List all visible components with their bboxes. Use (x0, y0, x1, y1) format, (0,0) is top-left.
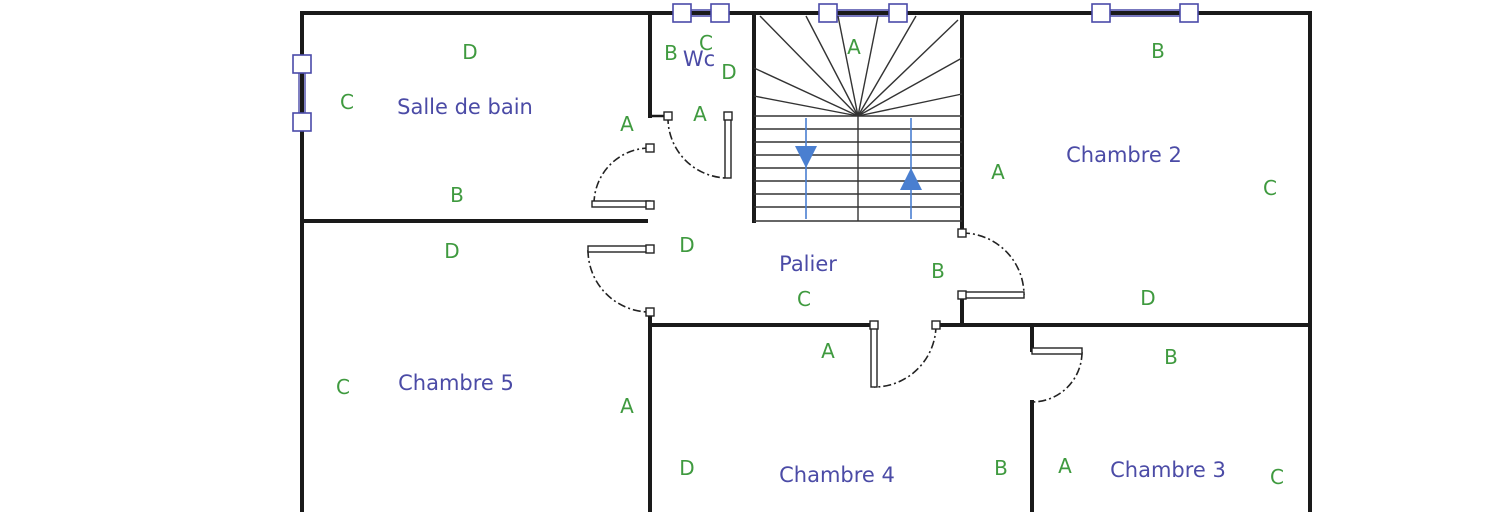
room-label-wc: Wc (683, 47, 715, 71)
wall-letter: C (336, 375, 350, 399)
wall-letter: A (620, 394, 634, 418)
wall-letter: B (1151, 39, 1165, 63)
wall-letter: C (1263, 176, 1277, 200)
wall-letter: D (1140, 286, 1155, 310)
wall-letter: B (450, 183, 464, 207)
room-label-salle-de-bain: Salle de bain (397, 95, 533, 119)
wall-letter: B (931, 259, 945, 283)
door-salle-de-bain (591, 143, 655, 210)
wall-letter: B (994, 456, 1008, 480)
stair-winders (753, 15, 963, 117)
window-ch2-top (1091, 3, 1199, 23)
wall-letters: D C A B B C D A A B A C D D B C D C A A … (336, 31, 1284, 489)
wall-letter: C (340, 90, 354, 114)
arrow-up-icon (900, 168, 922, 190)
stair-treads (754, 115, 962, 222)
window-stair-top (818, 3, 908, 23)
door-chambre-5 (587, 244, 655, 317)
arrow-down-icon (795, 146, 817, 168)
room-label-chambre-3: Chambre 3 (1110, 458, 1226, 482)
interior-walls (300, 11, 1312, 512)
room-labels: Salle de bain Wc Palier Chambre 2 Chambr… (397, 47, 1226, 487)
stair-up-arrow (900, 118, 922, 219)
room-label-chambre-4: Chambre 4 (779, 463, 895, 487)
wall-letter: C (797, 287, 811, 311)
wall-letter: D (721, 60, 736, 84)
exterior-walls (300, 11, 1312, 512)
windows (292, 3, 1199, 132)
doors (587, 111, 1083, 403)
window-wc-top (672, 3, 730, 23)
wall-letter: A (991, 160, 1005, 184)
wall-letter: B (1164, 345, 1178, 369)
staircase (753, 15, 963, 222)
wall-letter: A (1058, 454, 1072, 478)
wall-letter: D (444, 239, 459, 263)
stair-down-arrow (795, 118, 817, 219)
room-label-palier: Palier (779, 252, 837, 276)
wall-letter: D (679, 456, 694, 480)
door-chambre-4 (869, 320, 941, 388)
wall-letter: C (699, 31, 713, 55)
wall-letter: D (679, 233, 694, 257)
wall-letter: A (847, 35, 861, 59)
room-label-chambre-5: Chambre 5 (398, 371, 514, 395)
wall-letter: D (462, 40, 477, 64)
wall-letter: A (821, 339, 835, 363)
door-chambre-2 (957, 228, 1025, 300)
door-chambre-3 (1031, 347, 1083, 403)
wall-letter: A (620, 112, 634, 136)
wall-letter: B (664, 41, 678, 65)
wall-letter: A (693, 102, 707, 126)
wall-letter: C (1270, 465, 1284, 489)
door-wc (663, 111, 733, 179)
room-label-chambre-2: Chambre 2 (1066, 143, 1182, 167)
window-sdb-left (292, 54, 312, 132)
